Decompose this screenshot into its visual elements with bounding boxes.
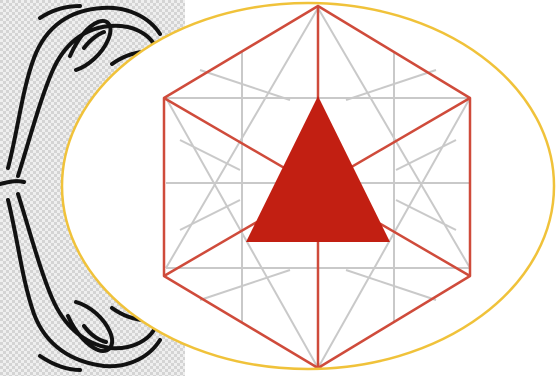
figure-canvas	[0, 0, 559, 376]
figure-svg	[0, 0, 559, 376]
